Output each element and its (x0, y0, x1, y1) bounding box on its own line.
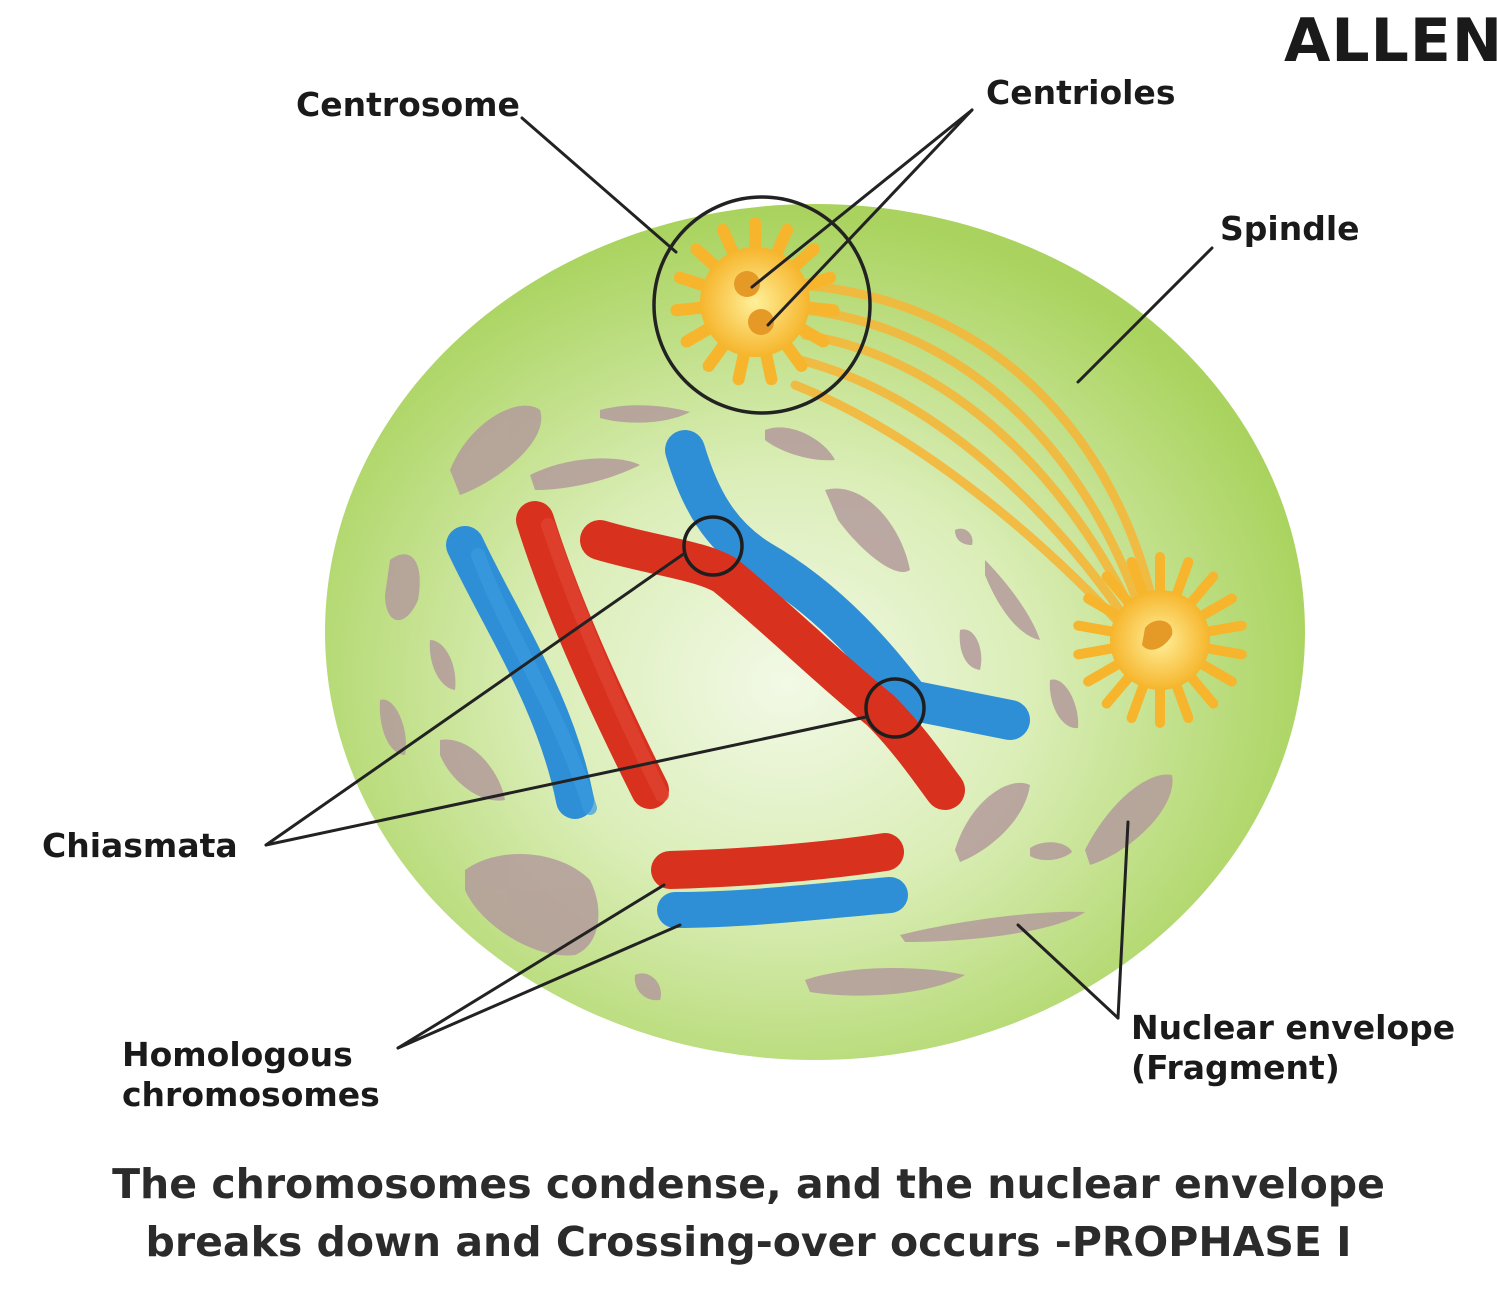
envelope-fragment (600, 405, 690, 423)
envelope-fragment (1030, 842, 1072, 861)
envelope-fragment (530, 458, 640, 490)
leader-chiasmata-1 (264, 551, 687, 847)
envelope-fragment (450, 405, 542, 495)
leader-homologous-1 (396, 883, 666, 1050)
leader-centrioles-1 (750, 108, 974, 289)
chiasma-circle-1 (682, 515, 744, 577)
envelope-fragment (955, 782, 1030, 862)
envelope-fragment (440, 739, 505, 801)
envelope-fragment (955, 528, 973, 545)
envelope-fragment (959, 629, 982, 670)
nuclear-envelope-fragments (379, 405, 1173, 1001)
envelope-fragment (805, 968, 965, 996)
envelope-fragment (385, 554, 420, 621)
leader-lines (264, 108, 1214, 1050)
caption-line2: breaks down and Crossing-over occurs -PR… (145, 1218, 1352, 1266)
envelope-fragment (429, 640, 456, 690)
label-centrosome: Centrosome (296, 85, 520, 124)
label-homologous-line2: chromosomes (122, 1075, 380, 1114)
label-centrioles: Centrioles (986, 73, 1176, 112)
envelope-fragment (765, 427, 835, 461)
envelope-fragment (634, 973, 661, 1001)
centriole (748, 309, 774, 335)
label-homologous-line1: Homologous (122, 1035, 353, 1074)
envelope-fragment (825, 488, 910, 572)
centriole (734, 271, 760, 297)
envelope-fragment (900, 911, 1085, 942)
leader-nuclear-1 (1016, 923, 1120, 1020)
caption-line1: The chromosomes condense, and the nuclea… (112, 1160, 1385, 1208)
chromosome-pair-bottom (651, 833, 908, 928)
envelope-fragment (1085, 774, 1173, 865)
chromosome-blue (665, 430, 1030, 740)
brand-logo: ALLEN (1284, 6, 1497, 76)
centrosome-outline (652, 195, 872, 415)
chromosome-red (651, 833, 904, 889)
chromosome-red (516, 501, 669, 809)
leader-chiasmata-2 (264, 715, 868, 847)
label-chiasmata: Chiasmata (42, 826, 238, 865)
centrosome-top (670, 217, 840, 386)
envelope-fragment (465, 853, 599, 956)
leader-centrioles-2 (766, 108, 974, 327)
chiasma-circle-2 (864, 677, 926, 739)
envelope-fragment (985, 560, 1040, 640)
centrosome-right (1073, 552, 1247, 728)
leader-spindle (1076, 246, 1214, 384)
leader-centrosome (520, 116, 678, 254)
caption: The chromosomes condense, and the nuclea… (0, 1155, 1497, 1271)
leader-nuclear-2 (1116, 820, 1130, 1020)
envelope-fragment (379, 699, 406, 755)
label-nuclear-line1: Nuclear envelope (1131, 1008, 1456, 1047)
label-nuclear-line2: (Fragment) (1131, 1048, 1340, 1087)
leader-homologous-2 (396, 923, 682, 1050)
label-spindle: Spindle (1220, 209, 1360, 248)
envelope-fragment (1049, 679, 1079, 729)
chromosome-blue (657, 877, 908, 928)
